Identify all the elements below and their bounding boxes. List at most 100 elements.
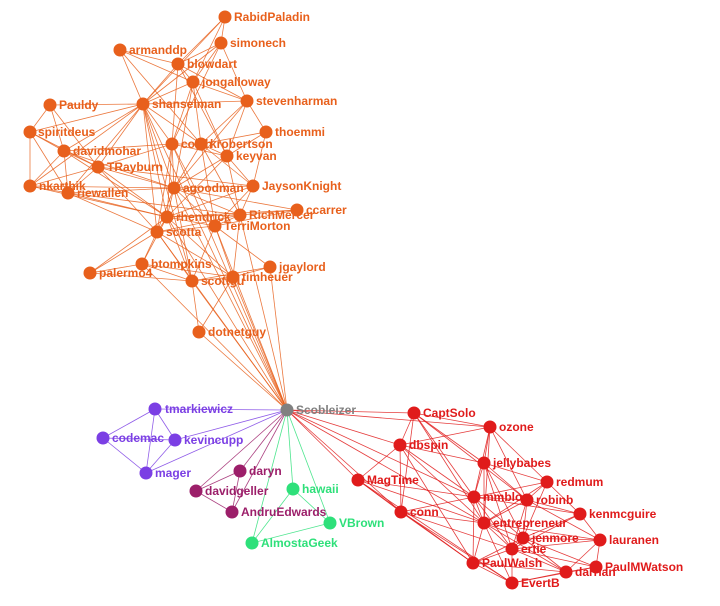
node-marker[interactable] <box>139 466 153 480</box>
node-marker[interactable] <box>57 144 71 158</box>
node-marker[interactable] <box>505 576 519 590</box>
node-dbspin[interactable]: dbspin <box>393 438 449 452</box>
node-davidgeller[interactable]: davidgeller <box>189 484 269 498</box>
node-marker[interactable] <box>240 94 254 108</box>
node-ertie[interactable]: ertie <box>505 542 547 556</box>
node-marker[interactable] <box>167 181 181 195</box>
node-marker[interactable] <box>394 505 408 519</box>
node-kenmcguire[interactable]: kenmcguire <box>573 507 657 521</box>
node-marker[interactable] <box>466 556 480 570</box>
node-marker[interactable] <box>189 484 203 498</box>
node-marker[interactable] <box>160 210 174 224</box>
node-marker[interactable] <box>168 433 182 447</box>
node-marker[interactable] <box>220 149 234 163</box>
node-robinb[interactable]: robinb <box>520 493 574 507</box>
node-entrepreneur[interactable]: entrepreneur <box>477 516 568 530</box>
node-codemac[interactable]: codemac <box>96 431 165 445</box>
node-riewallen[interactable]: riewallen <box>61 186 129 200</box>
node-mager[interactable]: mager <box>139 466 192 480</box>
node-marker[interactable] <box>185 274 199 288</box>
node-blowdart[interactable]: blowdart <box>171 57 238 71</box>
node-EvertB[interactable]: EvertB <box>505 576 561 590</box>
node-keyvan[interactable]: keyvan <box>220 149 277 163</box>
node-marker[interactable] <box>589 560 603 574</box>
node-tmarkiewicz[interactable]: tmarkiewicz <box>148 402 234 416</box>
node-marker[interactable] <box>233 208 247 222</box>
node-marker[interactable] <box>194 137 208 151</box>
node-marker[interactable] <box>226 270 240 284</box>
node-TerriMorton[interactable]: TerriMorton <box>208 219 291 233</box>
node-marker[interactable] <box>233 464 247 478</box>
node-scotta[interactable]: scotta <box>150 225 202 239</box>
node-daryn[interactable]: daryn <box>233 464 282 478</box>
node-JaysonKnight[interactable]: JaysonKnight <box>246 179 342 193</box>
node-marker[interactable] <box>246 179 260 193</box>
node-marker[interactable] <box>165 137 179 151</box>
node-mmblog[interactable]: mmblog <box>467 490 530 504</box>
node-jgaylord[interactable]: jgaylord <box>263 260 326 274</box>
node-marker[interactable] <box>96 431 110 445</box>
node-marker[interactable] <box>477 516 491 530</box>
node-marker[interactable] <box>280 403 294 417</box>
node-marker[interactable] <box>208 219 222 233</box>
node-timheuer[interactable]: timheuer <box>226 270 294 284</box>
node-PaulWalsh[interactable]: PaulWalsh <box>466 556 543 570</box>
node-marker[interactable] <box>559 565 573 579</box>
node-marker[interactable] <box>91 160 105 174</box>
node-marker[interactable] <box>259 125 273 139</box>
node-marker[interactable] <box>136 97 150 111</box>
node-marker[interactable] <box>23 179 37 193</box>
node-marker[interactable] <box>263 260 277 274</box>
node-conn[interactable]: conn <box>394 505 439 519</box>
node-MagTime[interactable]: MagTime <box>351 473 420 487</box>
node-krobertson[interactable]: krobertson <box>194 137 273 151</box>
node-marker[interactable] <box>113 43 127 57</box>
node-jongalloway[interactable]: jongalloway <box>186 75 272 89</box>
node-ccarrer[interactable]: ccarrer <box>290 203 348 217</box>
node-davidmohar[interactable]: davidmohar <box>57 144 142 158</box>
node-marker[interactable] <box>83 266 97 280</box>
node-spiritdeus[interactable]: spiritdeus <box>23 125 96 139</box>
node-btompkins[interactable]: btompkins <box>135 257 212 271</box>
node-marker[interactable] <box>505 542 519 556</box>
node-marker[interactable] <box>186 75 200 89</box>
node-marker[interactable] <box>192 325 206 339</box>
node-stevenharman[interactable]: stevenharman <box>240 94 338 108</box>
node-marker[interactable] <box>407 406 421 420</box>
node-ozone[interactable]: ozone <box>483 420 534 434</box>
node-marker[interactable] <box>477 456 491 470</box>
node-marker[interactable] <box>148 402 162 416</box>
node-marker[interactable] <box>43 98 57 112</box>
node-jellybabes[interactable]: jellybabes <box>477 456 552 470</box>
node-marker[interactable] <box>245 536 259 550</box>
node-marker[interactable] <box>218 10 232 24</box>
node-marker[interactable] <box>23 125 37 139</box>
node-marker[interactable] <box>135 257 149 271</box>
node-kevincupp[interactable]: kevincupp <box>168 433 244 447</box>
node-marker[interactable] <box>150 225 164 239</box>
node-palermo4[interactable]: palermo4 <box>83 266 153 280</box>
node-marker[interactable] <box>290 203 304 217</box>
node-rhendrick[interactable]: rhendrick <box>160 210 232 224</box>
node-dotnetguy[interactable]: dotnetguy <box>192 325 267 339</box>
node-shanselman[interactable]: shanselman <box>136 97 222 111</box>
node-hawaii[interactable]: hawaii <box>286 482 339 496</box>
node-marker[interactable] <box>483 420 497 434</box>
node-AndruEdwards[interactable]: AndruEdwards <box>225 505 327 519</box>
node-marker[interactable] <box>573 507 587 521</box>
node-armanddp[interactable]: armanddp <box>113 43 188 57</box>
node-marker[interactable] <box>323 516 337 530</box>
node-CaptSolo[interactable]: CaptSolo <box>407 406 476 420</box>
node-VBrown[interactable]: VBrown <box>323 516 385 530</box>
node-marker[interactable] <box>171 57 185 71</box>
node-marker[interactable] <box>540 475 554 489</box>
node-marker[interactable] <box>593 533 607 547</box>
node-agoodman[interactable]: agoodman <box>167 181 244 195</box>
node-marker[interactable] <box>286 482 300 496</box>
node-RichMercer[interactable]: RichMercer <box>233 208 315 222</box>
node-marker[interactable] <box>225 505 239 519</box>
node-nkarthik[interactable]: nkarthik <box>23 179 87 193</box>
node-marker[interactable] <box>516 531 530 545</box>
node-marker[interactable] <box>351 473 365 487</box>
node-marker[interactable] <box>467 490 481 504</box>
